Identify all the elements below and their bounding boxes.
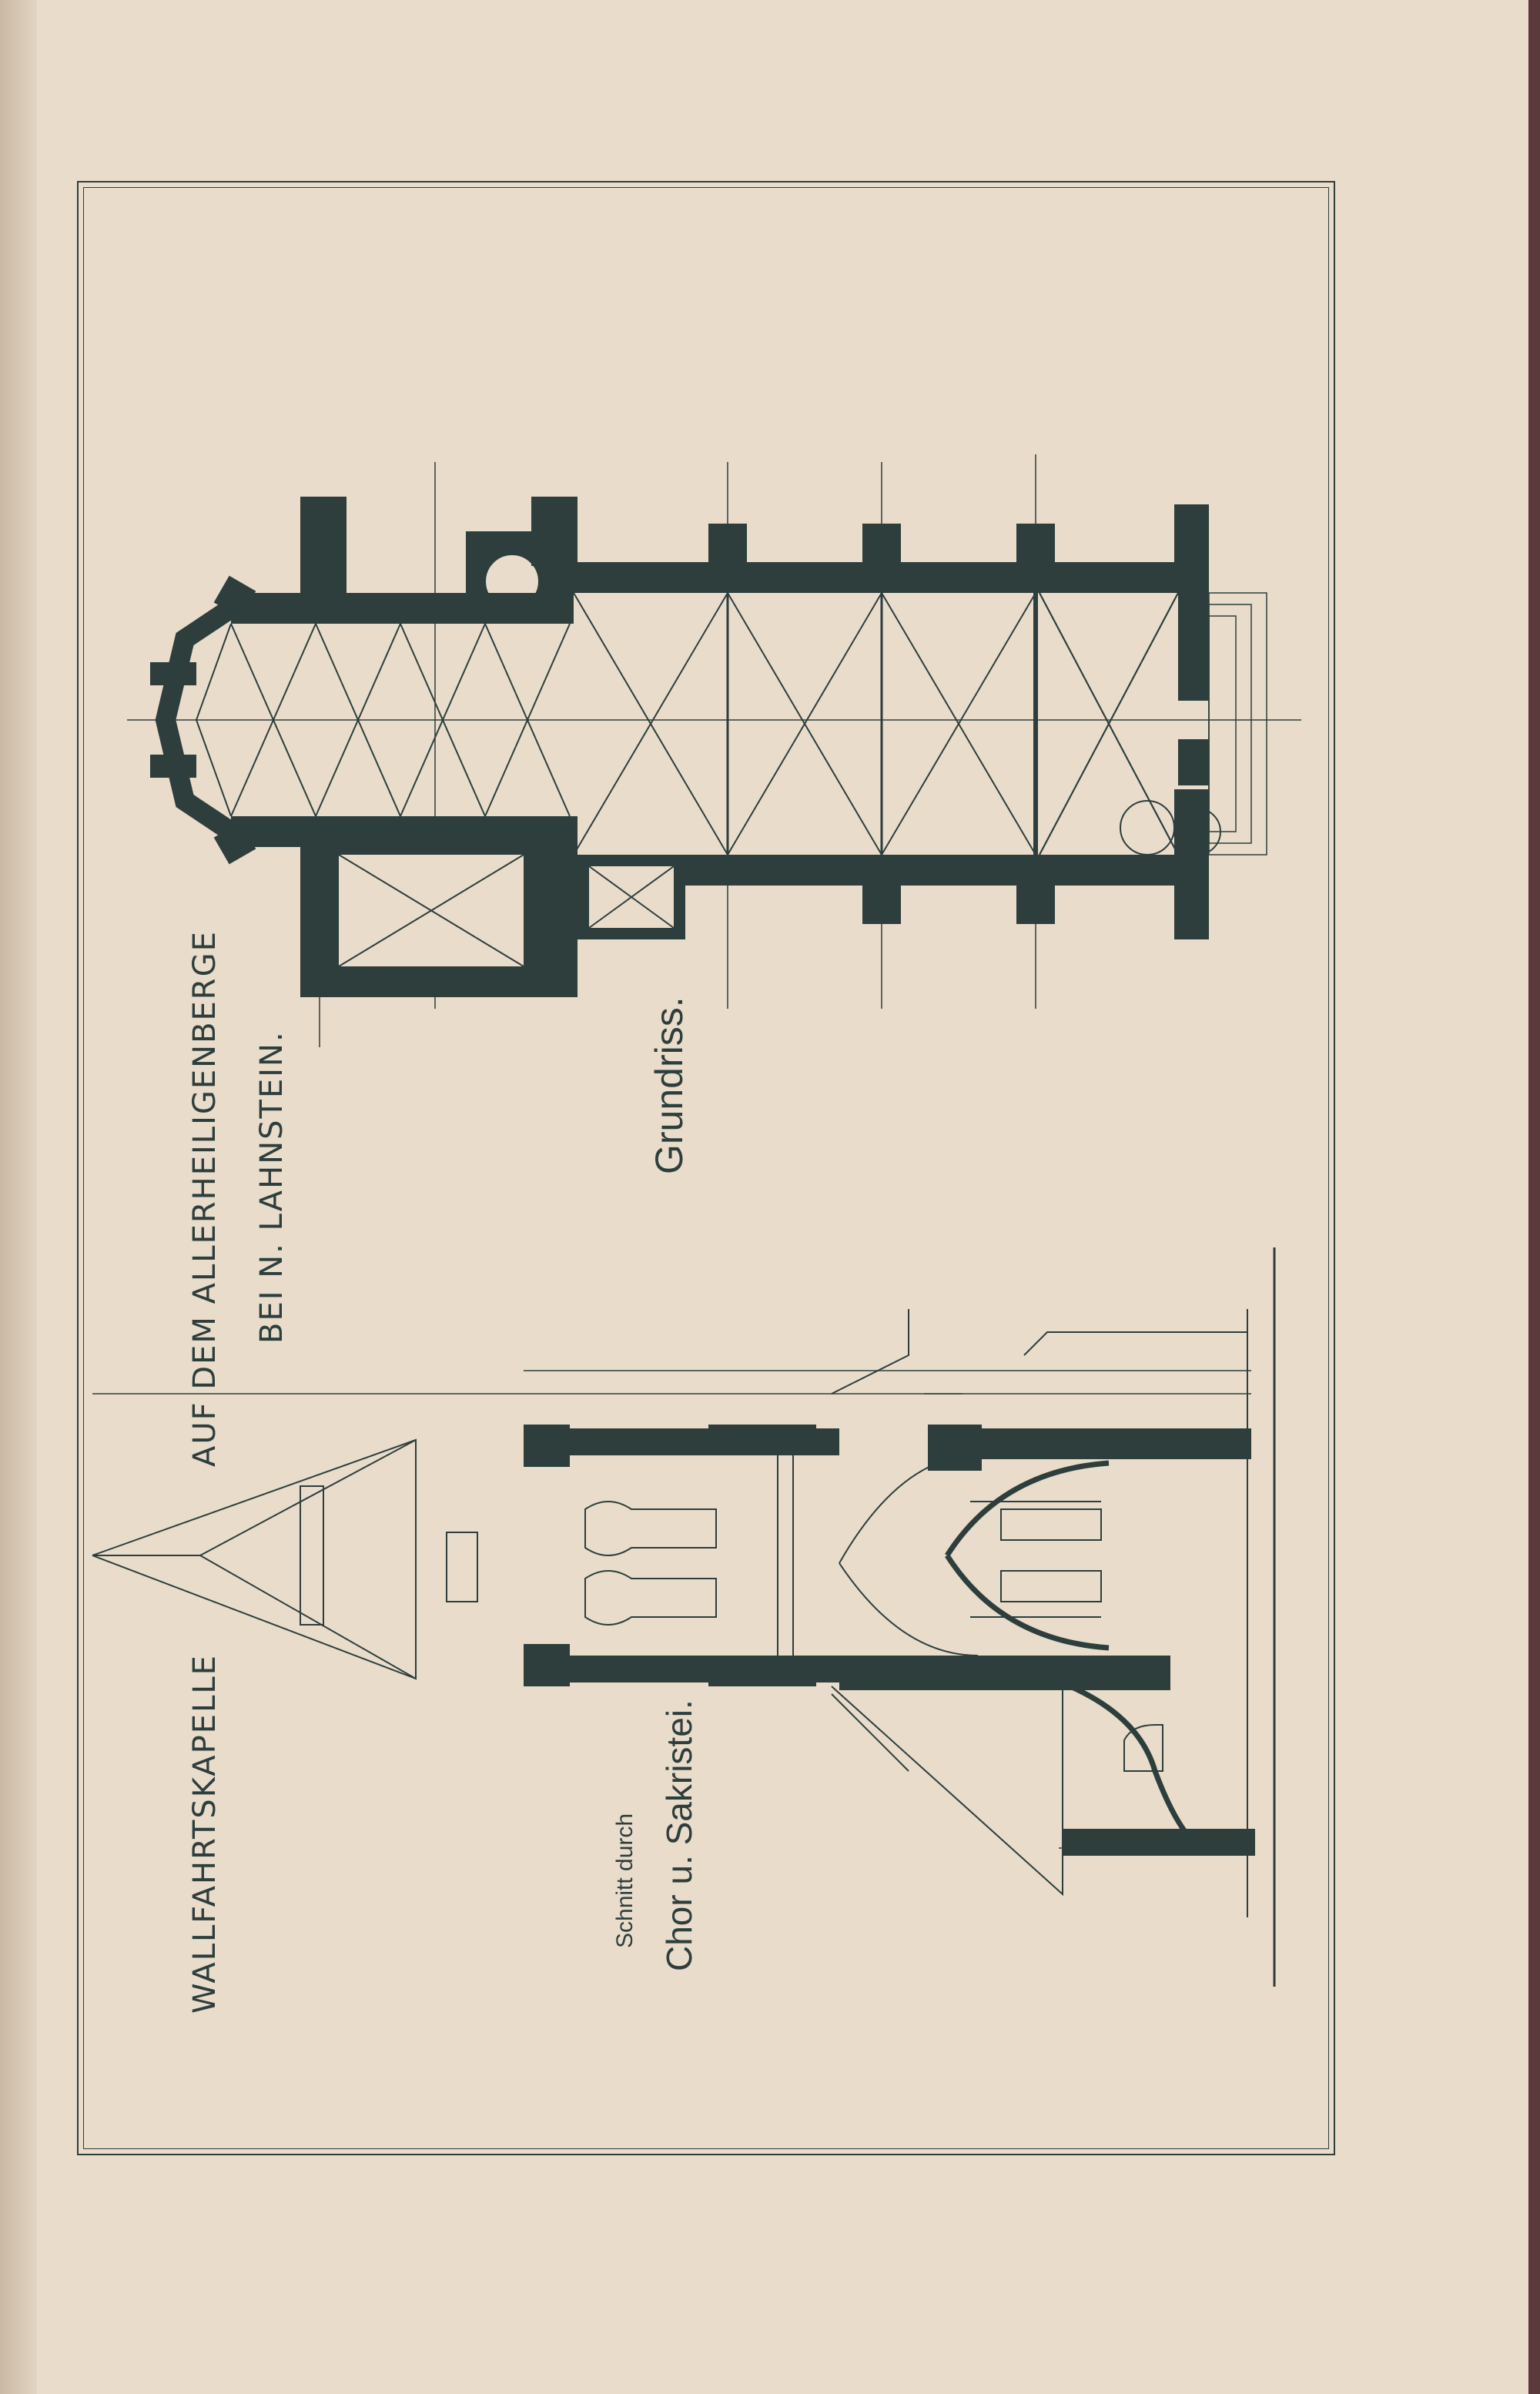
floor-plan-caption: Grundriss. (648, 996, 691, 1174)
title-line-2: AUF DEM ALLERHEILIGENBERGE (187, 930, 223, 1467)
title-line-1: WALLFAHRTSKAPELLE (187, 1654, 223, 2014)
section-schnitt (92, 1247, 1276, 1987)
plate-frame (77, 181, 1335, 2155)
page-gutter-shadow (0, 0, 37, 2394)
floor-plan-grundriss (127, 454, 1301, 1047)
section-caption-small: Schnitt durch (612, 1813, 638, 1948)
section-caption-large: Chor u. Sakristei. (659, 1699, 699, 1971)
title-line-3: BEI N. LAHNSTEIN. (254, 1030, 290, 1344)
book-cover-edge (1528, 0, 1540, 2394)
